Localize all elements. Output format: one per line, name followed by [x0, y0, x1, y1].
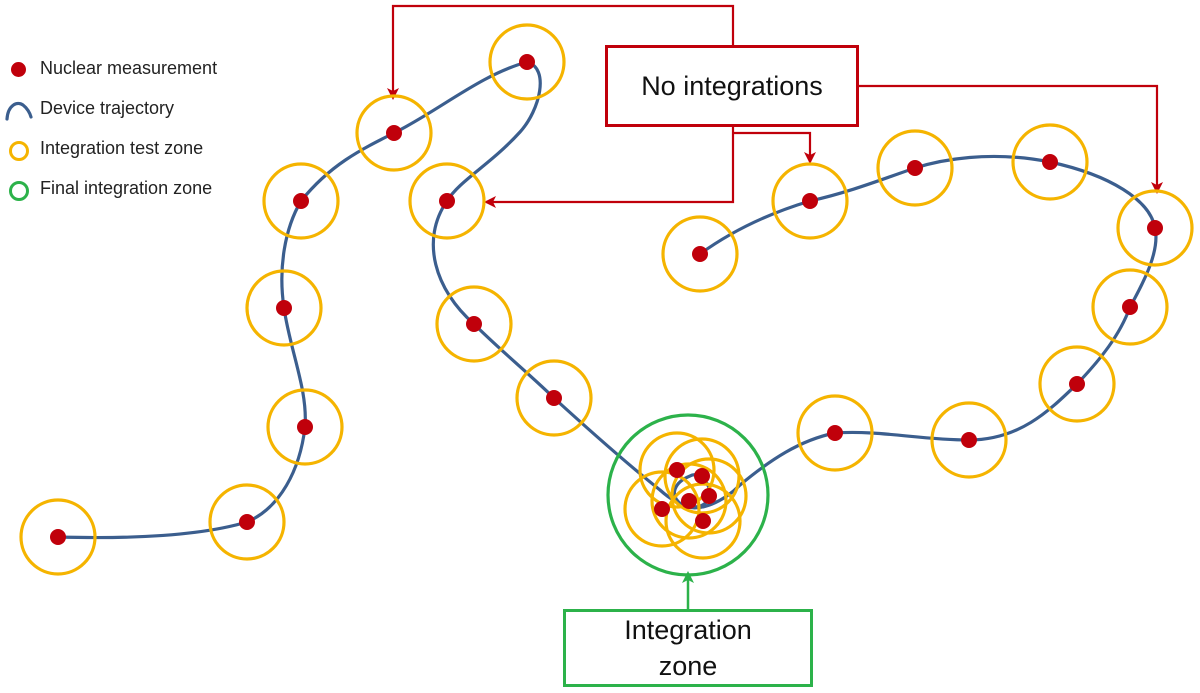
measurement-point	[439, 193, 455, 209]
legend-label: Nuclear measurement	[40, 58, 218, 78]
cluster-measurement-point	[695, 513, 711, 529]
measurement-point	[546, 390, 562, 406]
legend-item-device-trajectory: Device trajectory	[0, 92, 270, 132]
cluster-measurement-point	[669, 462, 685, 478]
integration-zone-label: Integration zone	[624, 614, 752, 681]
test-zone-16	[1011, 123, 1089, 201]
measurement-point	[297, 419, 313, 435]
integration-zone-callout: Integration zone	[563, 609, 813, 687]
cluster-measurement-point	[681, 493, 697, 509]
measurement-point	[50, 529, 66, 545]
legend-item-integration-test-zone: Integration test zone	[0, 132, 270, 172]
test-zone-4	[245, 269, 323, 347]
test-zone-5	[262, 162, 340, 240]
test-zone-12	[930, 401, 1008, 479]
test-zone-1	[19, 498, 97, 576]
test-zone-15	[1116, 189, 1194, 267]
measurement-point	[692, 246, 708, 262]
red-dot-icon	[11, 62, 26, 77]
cluster-measurement-point	[701, 488, 717, 504]
measurement-point	[961, 432, 977, 448]
no-integration-arrows	[387, 4, 1163, 208]
test-zone-13	[1038, 345, 1116, 423]
legend: Nuclear measurement Device trajectory In…	[0, 52, 270, 212]
measurement-point	[1069, 376, 1085, 392]
final-integration-zone-ring	[606, 413, 770, 577]
measurement-point	[1147, 220, 1163, 236]
cluster-measurement-point	[654, 501, 670, 517]
measurement-point	[466, 316, 482, 332]
cluster-zone-4	[650, 462, 728, 540]
legend-label: Final integration zone	[40, 178, 213, 198]
test-zone-17	[876, 129, 954, 207]
measurement-point	[1042, 154, 1058, 170]
legend-item-nuclear-measurement: Nuclear measurement	[0, 52, 270, 92]
measurement-point	[907, 160, 923, 176]
measurement-point	[827, 425, 843, 441]
measurement-point	[1122, 299, 1138, 315]
arrow-to-far-right-zone	[859, 84, 1163, 194]
integration-test-zones	[19, 23, 1194, 576]
test-zone-19	[661, 215, 739, 293]
test-zone-8	[408, 162, 486, 240]
cluster-zone-6	[664, 482, 742, 560]
arrow-to-left-column-zone	[484, 127, 735, 208]
legend-item-final-integration-zone: Final integration zone	[0, 172, 270, 212]
test-zone-6	[355, 94, 433, 172]
measurement-point	[802, 193, 818, 209]
cluster-zone-5	[623, 470, 701, 548]
measurement-point	[239, 514, 255, 530]
test-zone-14	[1091, 268, 1169, 346]
test-zone-3	[266, 388, 344, 466]
cluster-zone-1	[638, 431, 716, 509]
nuclear-measurements	[50, 54, 1163, 545]
test-zone-11	[796, 394, 874, 472]
measurement-point	[519, 54, 535, 70]
measurement-point	[276, 300, 292, 316]
legend-label: Integration test zone	[40, 138, 204, 158]
legend-label: Device trajectory	[40, 98, 175, 118]
cluster-measurement-point	[694, 468, 710, 484]
arrow-to-upper-left-zone	[387, 4, 735, 100]
test-zone-18	[771, 162, 849, 240]
green-ring-icon	[9, 181, 29, 201]
measurement-point	[293, 193, 309, 209]
test-zone-9	[435, 285, 513, 363]
measurement-point	[386, 125, 402, 141]
yellow-ring-icon	[9, 141, 29, 161]
test-zone-10	[515, 359, 593, 437]
test-zone-7	[488, 23, 566, 101]
no-integrations-label: No integrations	[641, 70, 823, 101]
trajectory-curve-icon	[5, 101, 33, 121]
no-integrations-callout: No integrations	[605, 45, 859, 127]
test-zone-2	[208, 483, 286, 561]
arrow-to-right-start-zone	[733, 131, 816, 164]
